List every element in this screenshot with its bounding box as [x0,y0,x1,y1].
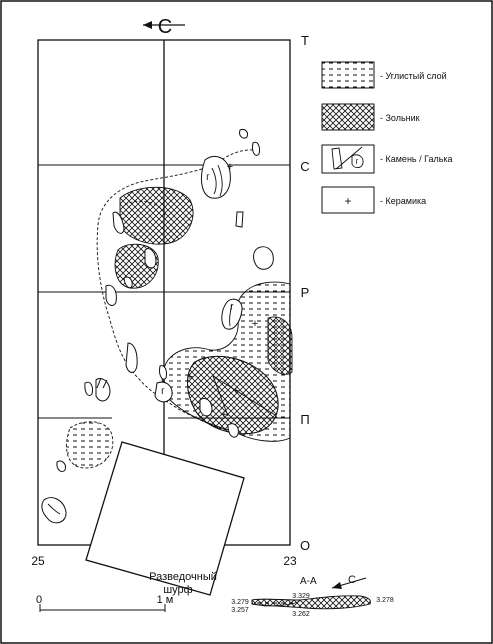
svg-text:г: г [356,157,359,166]
legend-label: - Камень / Галька [380,154,453,164]
ash-deposit [119,186,194,245]
north-label: С [158,16,172,38]
section-north-label: С [348,574,356,586]
stone-label: г [161,386,165,397]
section-elevation: 3.329 [292,593,310,600]
ceramic-mark: + [187,371,193,383]
grid-column-label: 23 [283,554,297,568]
svg-text:+: + [344,194,351,208]
section-elevation: 3.262 [292,611,310,618]
stone-label: г [206,172,210,183]
scale-bar: 0 1 м [36,594,173,612]
grid-row-label: Р [301,285,310,300]
stone-label: г [230,302,234,313]
ceramic-mark: + [233,385,239,397]
scale-start: 0 [36,594,42,606]
test-pit-label: Разведочный [149,571,217,583]
north-arrow-icon: С [143,16,185,38]
legend-label: - Керамика [380,196,426,206]
legend-label: - Зольник [380,113,420,123]
plus-icon: + [321,186,375,214]
section-north-arrow-icon: С [331,574,367,589]
section-elevation: 3.279 [231,599,249,606]
charcoal-layer [124,200,166,216]
grid-row-label: П [300,412,309,427]
ceramic-mark: + [227,161,233,173]
section-elevation: 3.257 [231,607,249,614]
legend-label: - Углистый слой [380,71,447,81]
grid-row-label: О [300,538,310,553]
section-aa: А-А С 3.279 3.257 3.329 3.262 3.278 [231,574,394,618]
stone-pebble-icon: г [321,144,375,174]
stone-annotations [47,164,276,515]
test-pit-label: шурф [163,584,192,596]
feature-boundary [96,149,259,433]
hatch-dashes-icon [321,61,375,89]
grid-row-label: С [300,159,309,174]
charcoal-layer [66,421,114,469]
section-title: А-А [300,576,317,587]
legend: - Углистый слой - Зольник г - Камень / Г… [321,61,453,214]
crosshatch-icon [321,103,375,131]
section-elevation: 3.278 [376,597,394,604]
ceramic-mark: + [252,318,258,330]
test-pit: Разведочный шурф [85,441,245,596]
stone-group [41,129,274,524]
grid-row-label: Т [301,33,309,48]
ceramic-mark: + [221,409,227,421]
scale-end: 1 м [157,594,174,606]
grid-column-label: 25 [31,554,45,568]
